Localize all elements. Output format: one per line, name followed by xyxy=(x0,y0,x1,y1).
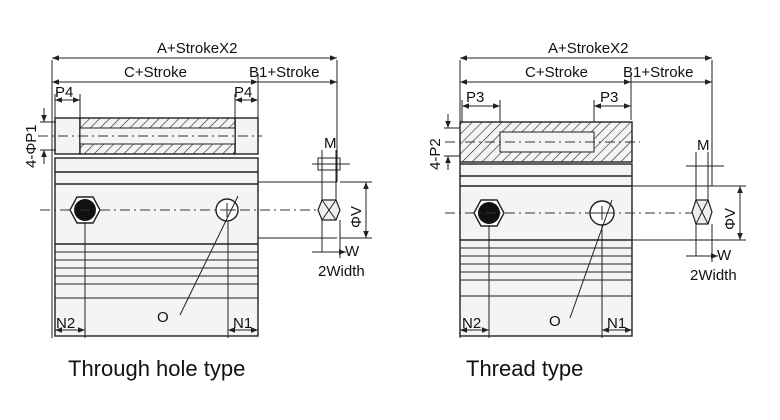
cylinder-body xyxy=(54,157,259,337)
label-p-left-thread: P3 xyxy=(466,89,484,106)
through-hole-view xyxy=(38,55,372,338)
label-m: M xyxy=(324,135,337,152)
label-hole-size: 4-ΦP1 xyxy=(23,124,40,168)
label-b1-stroke-thread: B1+Stroke xyxy=(623,64,693,81)
caption-thread: Thread type xyxy=(466,356,583,381)
label-phi-v: ΦV xyxy=(348,206,365,228)
label-o-thread: O xyxy=(549,313,561,330)
label-total-length-thread: A+StrokeX2 xyxy=(548,40,628,57)
label-n1: N1 xyxy=(233,315,252,332)
label-p-right: P4 xyxy=(234,84,252,101)
label-n1-thread: N1 xyxy=(607,315,626,332)
label-hole-size-thread: 4-P2 xyxy=(427,138,444,170)
label-2width: 2Width xyxy=(318,263,365,280)
cylinder-body-thread xyxy=(459,163,633,337)
label-phi-v-thread: ΦV xyxy=(722,208,739,230)
label-2width-thread: 2Width xyxy=(690,267,737,284)
label-c-stroke-thread: C+Stroke xyxy=(525,64,588,81)
thread-view xyxy=(444,55,746,338)
label-w: W xyxy=(345,243,360,260)
label-p-right-thread: P3 xyxy=(600,89,618,106)
label-m-thread: M xyxy=(697,137,710,154)
label-b1-stroke: B1+Stroke xyxy=(249,64,319,81)
caption-through-hole: Through hole type xyxy=(68,356,245,381)
label-total-length: A+StrokeX2 xyxy=(157,40,237,57)
label-p-left: P4 xyxy=(55,84,73,101)
label-w-thread: W xyxy=(717,247,732,264)
label-o: O xyxy=(157,309,169,326)
label-c-stroke: C+Stroke xyxy=(124,64,187,81)
label-n2: N2 xyxy=(56,315,75,332)
label-n2-thread: N2 xyxy=(462,315,481,332)
